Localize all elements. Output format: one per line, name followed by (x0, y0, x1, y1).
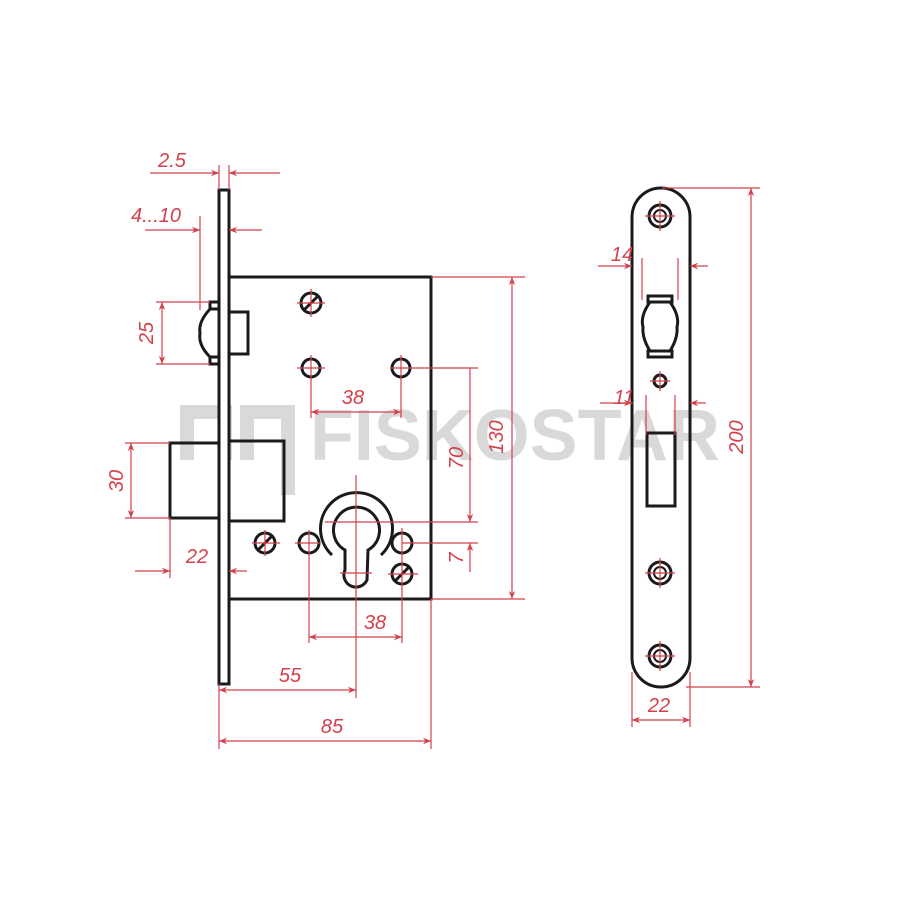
latch-opening (640, 294, 680, 359)
dimension-label: 30 (106, 470, 128, 492)
dimension-body-depth: 85 (218, 599, 432, 749)
dimension-label: 11 (614, 387, 635, 409)
dimension-cylinder-offset: 7 (402, 542, 478, 572)
dimension-latch-height: 25 (136, 301, 210, 365)
dimension-handle-to-cylinder: 70 (390, 367, 478, 522)
dimension-label: 70 (446, 447, 468, 469)
dimension-bolt-opening-width: 11 (600, 387, 706, 435)
dimension-backset: 55 (219, 665, 356, 694)
dimension-deadbolt-throw: 22 (135, 518, 247, 578)
dimension-deadbolt-height: 30 (106, 442, 170, 519)
watermark-brand: FISKOSTAR (310, 396, 720, 476)
dimension-latch-opening-width: 14 (598, 244, 708, 300)
dimension-label: 55 (279, 665, 302, 687)
dimension-label: 85 (321, 716, 344, 738)
dimension-faceplate-thickness: 2.5 (150, 150, 280, 190)
dimension-label: 22 (185, 546, 208, 568)
dimension-label: 2.5 (157, 150, 187, 172)
dimension-latch-projection: 4...10 (131, 205, 262, 310)
dimension-label: 38 (364, 612, 386, 634)
deadbolt (168, 439, 286, 523)
bolt-opening (645, 431, 677, 508)
faceplate-outline (630, 186, 692, 689)
dimension-label: 22 (647, 695, 670, 717)
dimension-label: 130 (486, 420, 508, 453)
dimension-label: 4...10 (131, 205, 181, 227)
center-lines (252, 289, 478, 698)
dimension-faceplate-height: 200 (662, 187, 760, 688)
dimension-faceplate-width: 22 (631, 672, 691, 727)
dimension-label: 14 (611, 244, 633, 266)
dimension-label: 25 (136, 321, 158, 345)
dimension-handle-hole-spacing: 38 (310, 355, 402, 418)
watermark-logo-icon (180, 405, 295, 495)
dimension-body-height: 130 (431, 276, 525, 600)
watermark: FISKOSTAR (180, 396, 720, 495)
dimension-label: 200 (726, 420, 748, 454)
latch-bolt (198, 300, 250, 366)
dimension-cylinder-hole-spacing: 38 (308, 528, 403, 643)
faceplate (217, 188, 231, 686)
faceplate-front-view (630, 186, 692, 689)
dimension-label: 7 (446, 552, 468, 564)
dimension-label: 38 (342, 387, 364, 409)
